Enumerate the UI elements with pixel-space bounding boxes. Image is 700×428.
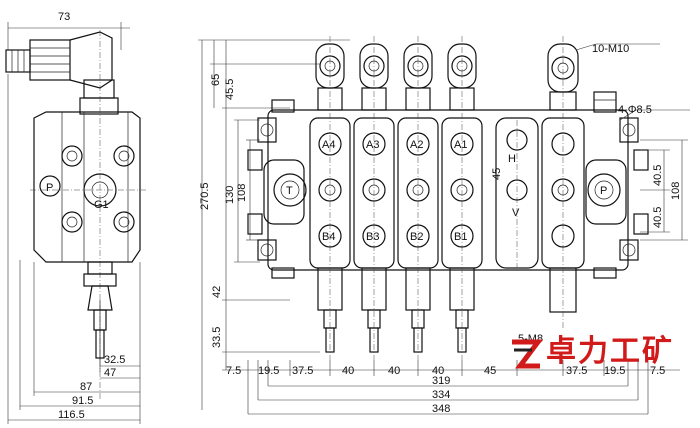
side-port-g1: G1	[94, 199, 109, 211]
front-dim-65: 65	[210, 74, 222, 86]
bottom-dim-45: 45	[484, 365, 496, 377]
front-dim-42: 42	[211, 286, 223, 298]
port-t: T	[286, 185, 293, 197]
port-a2: A2	[410, 139, 423, 151]
right-dim-40-5-top: 40.5	[652, 165, 664, 186]
label-10-m10: 10-M10	[592, 43, 629, 55]
bottom-dim-7-5-left: 7.5	[226, 365, 241, 377]
port-a1: A1	[454, 139, 467, 151]
side-dim-47: 47	[104, 367, 116, 379]
section-hv	[495, 117, 539, 269]
port-p: P	[600, 185, 607, 197]
side-dim-116-5: 116.5	[58, 409, 85, 421]
bottom-dim-40-b: 40	[388, 365, 400, 377]
front-dim-33-5: 33.5	[211, 327, 223, 348]
port-b4: B4	[322, 231, 335, 243]
bottom-dim-40-c: 40	[432, 365, 444, 377]
section-relief	[541, 36, 585, 330]
section-a3	[353, 36, 395, 360]
port-b2: B2	[410, 231, 423, 243]
front-dim-108-left: 108	[236, 184, 248, 202]
side-dim-87: 87	[80, 381, 92, 393]
port-b1: B1	[454, 231, 467, 243]
bottom-dim-7-5-right: 7.5	[650, 365, 665, 377]
overall-dim-319: 319	[432, 375, 450, 387]
bottom-dim-19-5-left: 19.5	[258, 365, 279, 377]
front-dim-130: 130	[224, 186, 236, 204]
brand-logo-text: 卓力工矿	[546, 334, 674, 369]
inner-dim-45: 45	[491, 168, 503, 180]
label-h: H	[508, 153, 516, 165]
front-dim-45-5: 45.5	[224, 79, 236, 100]
side-view: 73 P G1	[5, 11, 146, 424]
label-v: V	[512, 207, 520, 219]
side-dim-91-5: 91.5	[72, 395, 93, 407]
right-dim-40-5-bottom: 40.5	[652, 207, 664, 228]
brand-logo-mark	[512, 339, 543, 369]
right-dim-108: 108	[670, 182, 682, 200]
side-port-p: P	[46, 182, 53, 194]
bottom-dim-37-5-left: 37.5	[292, 365, 313, 377]
bottom-dim-37-5-right: 37.5	[566, 365, 587, 377]
port-a3: A3	[366, 139, 379, 151]
overall-dim-348: 348	[432, 403, 450, 415]
front-dim-270-5: 270.5	[199, 182, 211, 210]
bottom-dim-40-a: 40	[342, 365, 354, 377]
section-a1	[441, 36, 483, 360]
section-a2	[397, 36, 439, 360]
front-view: 65 45.5 270.5 130 108 42 33.5 T P	[198, 36, 690, 415]
port-a4: A4	[322, 139, 335, 151]
side-top-dim: 73	[58, 11, 70, 23]
port-b3: B3	[366, 231, 379, 243]
overall-dim-334: 334	[432, 389, 450, 401]
label-4-phi-8-5: 4-Φ8.5	[618, 104, 652, 116]
side-dim-32-5: 32.5	[104, 354, 125, 366]
section-a4	[309, 36, 351, 360]
bottom-dim-19-5-right: 19.5	[604, 365, 625, 377]
